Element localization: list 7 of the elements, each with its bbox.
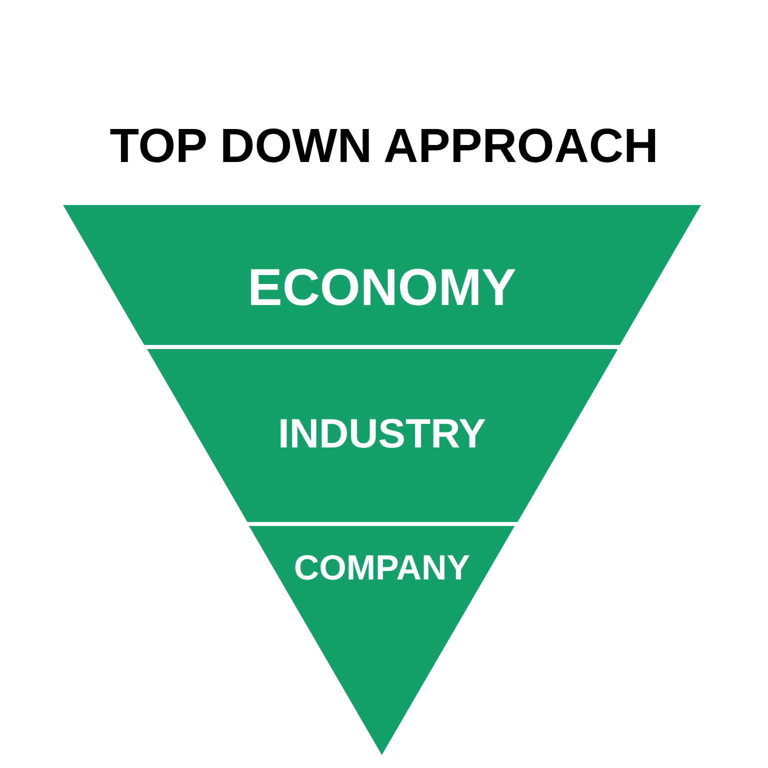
funnel-band [63,205,701,345]
funnel-band [249,526,515,755]
title: TOP DOWN APPROACH [110,123,658,171]
funnel-band [146,349,618,522]
band-label: INDUSTRY [278,414,486,454]
band-label: ECONOMY [248,262,516,314]
band-label: COMPANY [294,550,470,586]
